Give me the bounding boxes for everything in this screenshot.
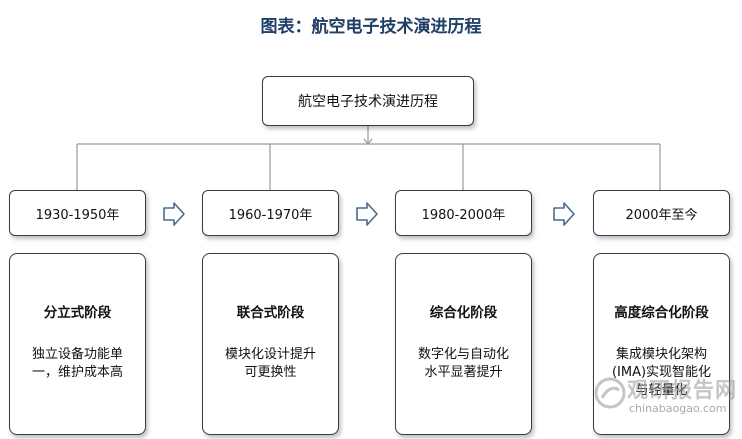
stage-desc-line: 与轻量化 bbox=[635, 383, 688, 398]
stage-desc-1: 独立设备功能单 一，维护成本高 bbox=[22, 346, 133, 382]
stage-box-1: 分立式阶段 独立设备功能单 一，维护成本高 bbox=[9, 253, 146, 435]
stage-desc-line: 可更换性 bbox=[244, 365, 297, 380]
watermark-brand: 观研报告网 bbox=[627, 378, 737, 402]
era-box-1: 1930-1950年 bbox=[9, 190, 146, 236]
watermark-domain: chinabaogao.com bbox=[629, 402, 727, 415]
arrow-right-icon bbox=[163, 202, 185, 226]
arrow-right-icon bbox=[356, 202, 378, 226]
stage-box-2: 联合式阶段 模块化设计提升 可更换性 bbox=[202, 253, 339, 435]
stage-title-2: 联合式阶段 bbox=[236, 305, 305, 321]
stage-desc-3: 数字化与自动化 水平显著提升 bbox=[408, 346, 519, 382]
watermark: 观研报告网 chinabaogao.com bbox=[591, 370, 741, 438]
stage-desc-line: (IMA)实现智能化 bbox=[611, 365, 712, 380]
root-node: 航空电子技术演进历程 bbox=[262, 76, 474, 126]
stage-desc-line: 数字化与自动化 bbox=[417, 347, 509, 362]
stage-title-4: 高度综合化阶段 bbox=[614, 305, 709, 321]
watermark-logo-icon bbox=[594, 377, 626, 409]
stage-desc-line: 一，维护成本高 bbox=[31, 365, 123, 380]
stage-desc-line: 模块化设计提升 bbox=[224, 347, 316, 362]
arrow-right-icon bbox=[553, 202, 575, 226]
era-box-2: 1960-1970年 bbox=[202, 190, 339, 236]
stage-box-4: 高度综合化阶段 集成模块化架构 (IMA)实现智能化 与轻量化 bbox=[593, 253, 730, 435]
stage-desc-line: 独立设备功能单 bbox=[31, 347, 123, 362]
era-box-3: 1980-2000年 bbox=[395, 190, 532, 236]
stage-desc-line: 水平显著提升 bbox=[424, 365, 503, 380]
stage-box-3: 综合化阶段 数字化与自动化 水平显著提升 bbox=[395, 253, 532, 435]
stage-desc-line: 集成模块化架构 bbox=[615, 347, 707, 362]
stage-desc-4: 集成模块化架构 (IMA)实现智能化 与轻量化 bbox=[606, 346, 717, 400]
chart-title: 图表：航空电子技术演进历程 bbox=[260, 17, 482, 37]
stage-title-3: 综合化阶段 bbox=[429, 305, 498, 321]
stage-desc-2: 模块化设计提升 可更换性 bbox=[215, 346, 326, 382]
stage-title-1: 分立式阶段 bbox=[43, 305, 112, 321]
era-box-4: 2000年至今 bbox=[593, 190, 730, 236]
